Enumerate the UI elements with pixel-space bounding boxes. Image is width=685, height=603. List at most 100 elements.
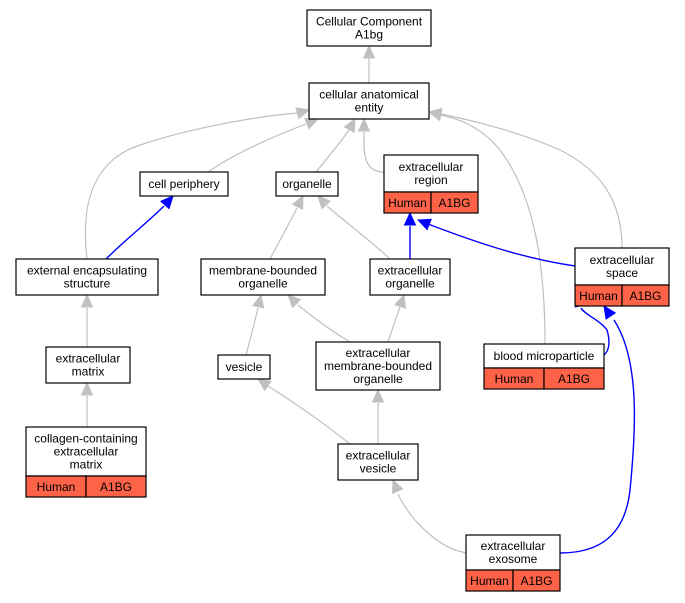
node-label: matrix bbox=[70, 458, 103, 472]
edge-cell-periphery-to-cellular-anatomical-entity bbox=[207, 118, 320, 173]
node-label: region bbox=[414, 173, 447, 187]
annotation-species: Human bbox=[579, 289, 618, 303]
node-cell-periphery[interactable]: cell periphery bbox=[139, 171, 229, 197]
node-label: vesicle bbox=[226, 360, 263, 374]
edge-extracellular-exosome-to-extracellular-vesicle bbox=[392, 478, 469, 554]
external-encapsulating-structure-to-cellular-anatomical-entity-line bbox=[84, 112, 299, 260]
annotation-gene: A1BG bbox=[100, 480, 132, 494]
annotation-gene-cell bbox=[512, 569, 561, 592]
extracellular-exosome-to-extracellular-space-line bbox=[559, 319, 636, 554]
node-label: organelle bbox=[353, 372, 403, 386]
node-label: extracellular bbox=[56, 352, 121, 366]
annotation-gene-cell bbox=[430, 191, 479, 214]
node-box bbox=[465, 534, 561, 571]
edge-extracellular-region-to-cellular-anatomical-entity bbox=[357, 117, 385, 173]
node-organelle[interactable]: organelle bbox=[275, 171, 339, 197]
edge-extracellular-membrane-bounded-organelle-to-extracellular-organelle bbox=[387, 293, 407, 343]
node-label: A1bg bbox=[355, 28, 383, 42]
node-label: organelle bbox=[238, 277, 288, 291]
node-label: extracellular bbox=[54, 445, 119, 459]
edge-membrane-bounded-organelle-to-organelle bbox=[269, 194, 304, 260]
node-label: extracellular bbox=[346, 346, 411, 360]
extracellular-vesicle-to-extracellular-membrane-bounded-organelle-arrowhead bbox=[371, 388, 385, 403]
annotation-gene: A1BG bbox=[438, 196, 470, 210]
extracellular-membrane-bounded-organelle-to-extracellular-organelle-line bbox=[387, 306, 401, 343]
node-collagen-containing-extracellular-matrix[interactable]: collagen-containingextracellularmatrixHu… bbox=[25, 426, 147, 498]
node-label: collagen-containing bbox=[34, 432, 137, 446]
extracellular-organelle-to-organelle-line bbox=[326, 205, 391, 260]
edge-extracellular-space-to-extracellular-region bbox=[416, 218, 576, 267]
extracellular-region-to-cellular-anatomical-entity-arrowhead bbox=[357, 117, 371, 132]
external-encapsulating-structure-to-cell-periphery-arrowhead bbox=[159, 195, 174, 210]
extracellular-space-to-extracellular-region-line bbox=[427, 223, 576, 267]
node-label: extracellular bbox=[481, 539, 546, 553]
edge-extracellular-organelle-to-extracellular-region bbox=[403, 211, 417, 259]
annotation-gene: A1BG bbox=[558, 372, 590, 386]
node-label: entity bbox=[355, 101, 384, 115]
node-label: structure bbox=[64, 277, 111, 291]
annotation-gene: A1BG bbox=[520, 574, 552, 588]
edge-organelle-to-cellular-anatomical-entity bbox=[315, 117, 356, 173]
vesicle-to-membrane-bounded-organelle-arrowhead bbox=[252, 293, 265, 309]
extracellular-space-to-cellular-anatomical-entity-line bbox=[440, 113, 623, 249]
node-label: membrane-bounded bbox=[209, 264, 317, 278]
annotation-gene-cell bbox=[85, 475, 147, 498]
annotation-species: Human bbox=[470, 574, 509, 588]
edge-extracellular-organelle-to-organelle bbox=[317, 195, 391, 260]
edge-external-encapsulating-structure-to-cell-periphery bbox=[105, 195, 174, 260]
node-box bbox=[308, 82, 430, 120]
edge-extracellular-membrane-bounded-organelle-to-membrane-bounded-organelle bbox=[287, 294, 351, 343]
node-label: cell periphery bbox=[148, 177, 219, 191]
node-vesicle[interactable]: vesicle bbox=[217, 354, 271, 380]
extracellular-organelle-to-organelle-arrowhead bbox=[317, 195, 332, 210]
membrane-bounded-organelle-to-organelle-line bbox=[269, 207, 298, 260]
node-box bbox=[139, 171, 229, 197]
cell-periphery-to-cellular-anatomical-entity-arrowhead bbox=[304, 118, 320, 130]
collagen-containing-extracellular-matrix-to-extracellular-matrix-arrowhead bbox=[80, 381, 94, 396]
node-label: membrane-bounded bbox=[324, 359, 432, 373]
edge-extracellular-space-to-cellular-anatomical-entity bbox=[427, 107, 623, 249]
annotation-gene: A1BG bbox=[629, 289, 661, 303]
annotation-species: Human bbox=[495, 372, 534, 386]
node-label: organelle bbox=[385, 277, 435, 291]
node-box bbox=[217, 354, 271, 380]
organelle-to-cellular-anatomical-entity-line bbox=[315, 129, 350, 173]
node-label: cellular anatomical bbox=[319, 88, 418, 102]
extracellular-space-to-cellular-anatomical-entity-arrowhead bbox=[427, 107, 443, 121]
edge-extracellular-vesicle-to-extracellular-membrane-bounded-organelle bbox=[371, 388, 385, 444]
node-box bbox=[383, 154, 479, 193]
node-box bbox=[15, 258, 159, 296]
node-box bbox=[574, 247, 670, 286]
membrane-bounded-organelle-to-organelle-arrowhead bbox=[291, 194, 304, 210]
edge-extracellular-vesicle-to-vesicle bbox=[257, 378, 351, 445]
edge-external-encapsulating-structure-to-cellular-anatomical-entity bbox=[84, 107, 311, 260]
annotation-species: Human bbox=[37, 480, 76, 494]
annotation-gene-cell bbox=[543, 367, 605, 390]
extracellular-exosome-to-extracellular-space-arrowhead bbox=[603, 305, 617, 320]
external-encapsulating-structure-to-cellular-anatomical-entity-arrowhead bbox=[295, 107, 311, 120]
extracellular-vesicle-to-vesicle-arrowhead bbox=[257, 378, 272, 392]
node-label: extracellular bbox=[590, 253, 655, 267]
extracellular-matrix-to-external-encapsulating-structure-arrowhead bbox=[80, 293, 94, 308]
edge-extracellular-exosome-to-extracellular-space bbox=[559, 305, 636, 554]
node-box bbox=[275, 171, 339, 197]
node-label: space bbox=[606, 266, 638, 280]
edge-extracellular-matrix-to-external-encapsulating-structure bbox=[80, 293, 94, 347]
edges-layer bbox=[80, 44, 636, 554]
node-box bbox=[337, 443, 419, 481]
extracellular-exosome-to-extracellular-vesicle-line bbox=[397, 493, 469, 554]
node-box bbox=[45, 346, 131, 384]
